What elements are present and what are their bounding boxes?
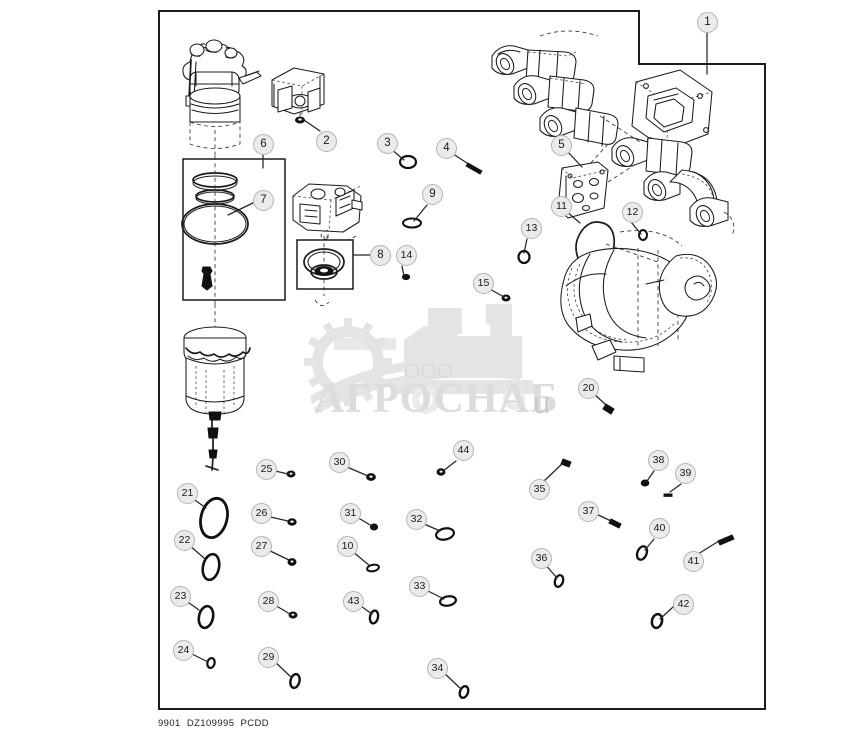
callout-bubble-43[interactable]: 43 bbox=[343, 591, 364, 612]
callout-bubble-4[interactable]: 4 bbox=[436, 138, 457, 159]
callout-bubble-14[interactable]: 14 bbox=[396, 245, 417, 266]
callout-bubble-6[interactable]: 6 bbox=[253, 134, 274, 155]
callout-bubble-20[interactable]: 20 bbox=[578, 378, 599, 399]
callout-bubble-33[interactable]: 33 bbox=[409, 576, 430, 597]
callout-bubble-39[interactable]: 39 bbox=[675, 463, 696, 484]
callout-bubble-11[interactable]: 11 bbox=[551, 196, 572, 217]
callout-bubble-27[interactable]: 27 bbox=[251, 536, 272, 557]
callout-bubble-44[interactable]: 44 bbox=[453, 440, 474, 461]
callout-bubble-15[interactable]: 15 bbox=[473, 273, 494, 294]
callout-bubble-34[interactable]: 34 bbox=[427, 658, 448, 679]
callout-bubble-9[interactable]: 9 bbox=[422, 184, 443, 205]
callout-bubble-40[interactable]: 40 bbox=[649, 518, 670, 539]
callout-bubble-32[interactable]: 32 bbox=[406, 509, 427, 530]
callout-bubble-42[interactable]: 42 bbox=[673, 594, 694, 615]
footer-part-code: 9901 DZ109995 PCDD bbox=[158, 718, 269, 729]
callout-bubble-29[interactable]: 29 bbox=[258, 647, 279, 668]
callout-bubble-12[interactable]: 12 bbox=[622, 202, 643, 223]
callout-bubble-23[interactable]: 23 bbox=[170, 586, 191, 607]
callout-bubble-1[interactable]: 1 bbox=[697, 12, 718, 33]
callout-bubble-3[interactable]: 3 bbox=[377, 133, 398, 154]
callout-bubble-10[interactable]: 10 bbox=[337, 536, 358, 557]
callout-bubble-13[interactable]: 13 bbox=[521, 218, 542, 239]
diagram-frame bbox=[158, 10, 766, 710]
callout-bubble-30[interactable]: 30 bbox=[329, 452, 350, 473]
callout-bubble-31[interactable]: 31 bbox=[340, 503, 361, 524]
callout-bubble-38[interactable]: 38 bbox=[648, 450, 669, 471]
callout-bubble-2[interactable]: 2 bbox=[316, 131, 337, 152]
callout-bubble-8[interactable]: 8 bbox=[370, 245, 391, 266]
callout-bubble-24[interactable]: 24 bbox=[173, 640, 194, 661]
callout-bubble-7[interactable]: 7 bbox=[253, 190, 274, 211]
callout-bubble-35[interactable]: 35 bbox=[529, 479, 550, 500]
callout-bubble-22[interactable]: 22 bbox=[174, 530, 195, 551]
callout-bubble-41[interactable]: 41 bbox=[683, 551, 704, 572]
callout-bubble-37[interactable]: 37 bbox=[578, 501, 599, 522]
callout-bubble-28[interactable]: 28 bbox=[258, 591, 279, 612]
callout-bubble-21[interactable]: 21 bbox=[177, 483, 198, 504]
callout-bubble-5[interactable]: 5 bbox=[551, 135, 572, 156]
callout-bubble-36[interactable]: 36 bbox=[531, 548, 552, 569]
callout-bubble-26[interactable]: 26 bbox=[251, 503, 272, 524]
callout-bubble-25[interactable]: 25 bbox=[256, 459, 277, 480]
